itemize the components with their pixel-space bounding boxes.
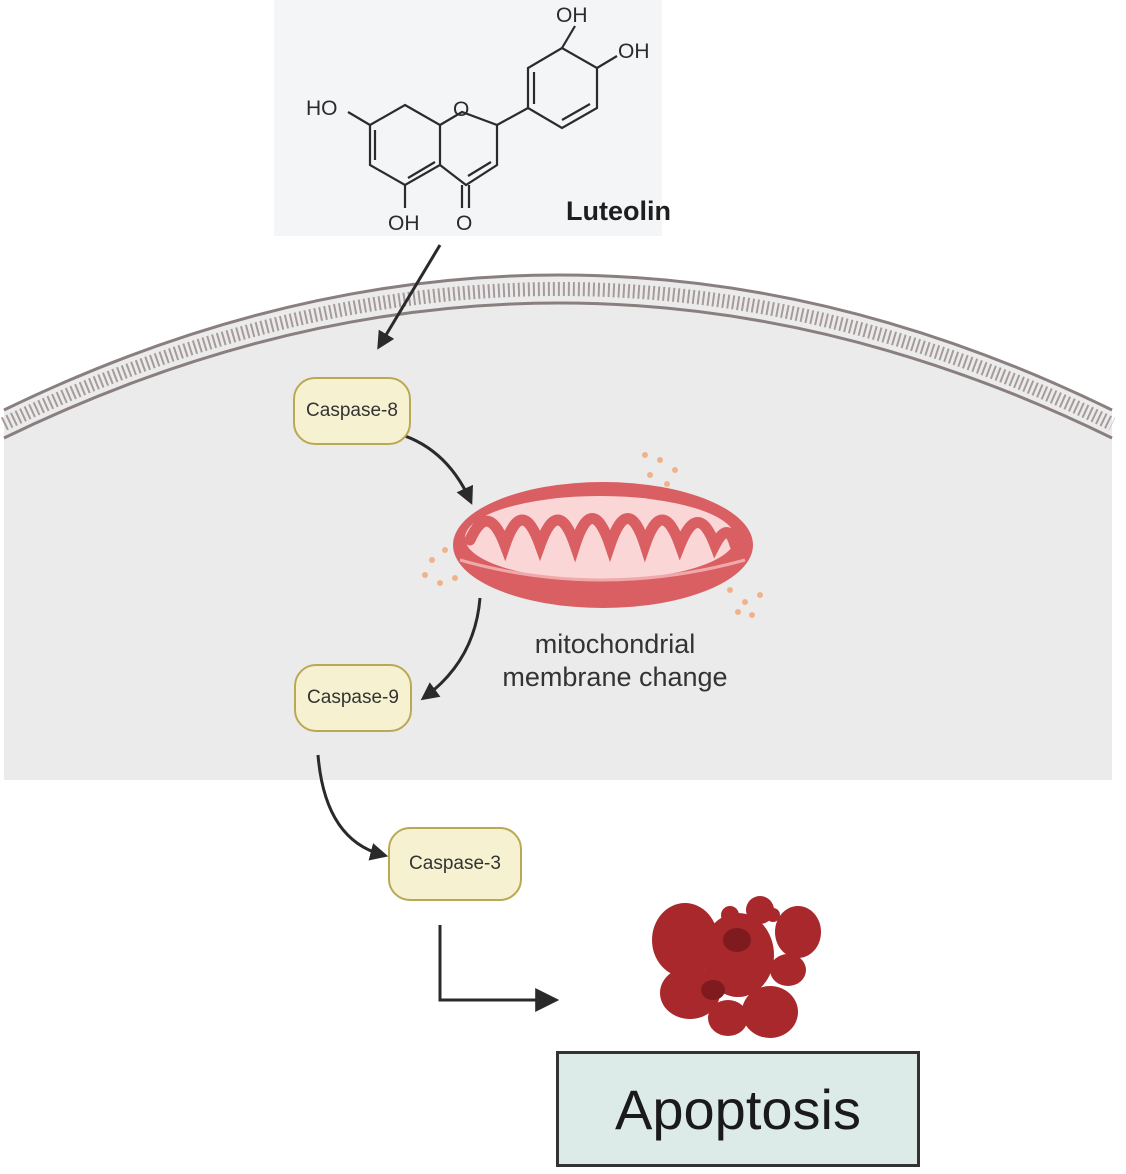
- luteolin-structure: [347, 25, 618, 208]
- cell-membrane-lipids: [0, 282, 1116, 431]
- entry-arrow: [377, 244, 442, 350]
- ring-o-label: O: [453, 98, 469, 121]
- mito-label-line1: mitochondrial: [534, 629, 696, 659]
- arrow-casp9-to-casp3: [316, 754, 389, 861]
- caspase-8-box: Caspase-8: [293, 377, 411, 445]
- mito-release-dots: [422, 452, 763, 618]
- cell-membrane-inner: [3, 301, 1113, 440]
- carbonyl-o-label: O: [456, 212, 472, 235]
- apoptosis-box: Apoptosis: [556, 1051, 920, 1167]
- arrow-to-apoptosis: [438, 925, 560, 1012]
- luteolin-atom-labels: OH OH HO OH O O: [306, 4, 650, 235]
- caspase-3-box: Caspase-3: [388, 827, 522, 901]
- luteolin-label: Luteolin: [566, 196, 671, 226]
- arrow-mito-to-casp9: [420, 597, 482, 701]
- oh-right-label: OH: [618, 40, 650, 63]
- caspase-9-box: Caspase-9: [294, 664, 412, 732]
- cell-membrane-outer: [3, 273, 1113, 412]
- apoptotic-cell: [652, 896, 821, 1038]
- mito-label-line2: membrane change: [502, 662, 728, 692]
- mitochondrion: [453, 482, 753, 608]
- ho-left-label: HO: [306, 97, 338, 120]
- oh-top-label: OH: [556, 4, 588, 27]
- oh-bottom-label: OH: [388, 212, 420, 235]
- mitochondrial-membrane-label: mitochondrial membrane change: [475, 628, 755, 694]
